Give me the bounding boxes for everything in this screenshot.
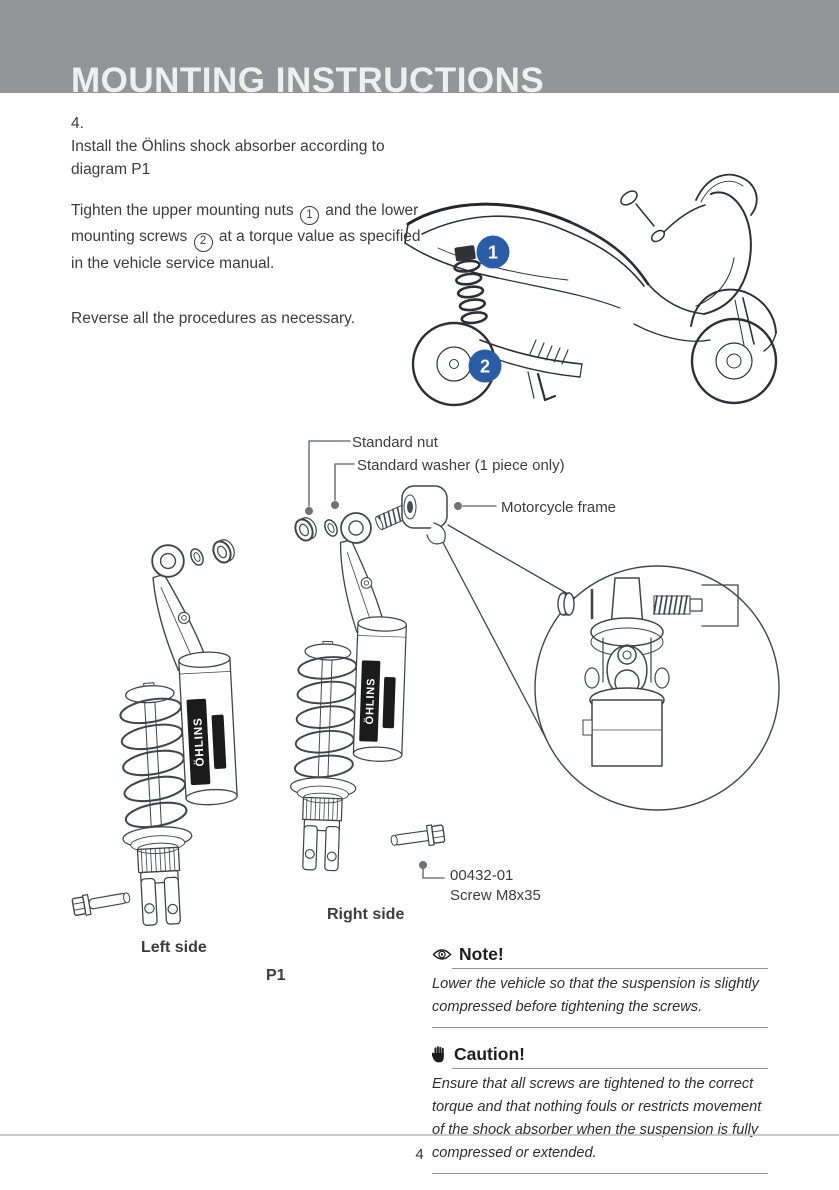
mounting-screw-right: [390, 824, 446, 847]
page-header-bar: MOUNTING INSTRUCTIONS: [0, 0, 839, 93]
caution-body-text: Ensure that all screws are tightened to …: [432, 1069, 768, 1174]
paragraph-reverse: Reverse all the procedures as necessary.: [71, 309, 356, 327]
paragraph-install: Install the Öhlins shock absorber accord…: [71, 138, 385, 178]
scooter-illustration: 1 2: [398, 148, 838, 418]
circled-number-2: 2: [193, 232, 213, 252]
note-heading-text: Note!: [459, 944, 504, 964]
leader-dots: [305, 501, 462, 869]
callout-2-number: 2: [480, 357, 490, 377]
label-motorcycle-frame: Motorcycle frame: [501, 499, 617, 516]
callout-1-number: 1: [488, 243, 498, 263]
hand-icon: [432, 1046, 444, 1063]
label-left-side: Left side: [141, 939, 207, 956]
caution-block: Caution! Ensure that all screws are tigh…: [432, 1044, 768, 1174]
p1-exploded-diagram: ÖHLINS: [0, 430, 839, 990]
washer-right: [324, 519, 338, 537]
nut-right: [294, 517, 317, 542]
tighten-text-pre: Tighten the upper mounting nuts: [71, 202, 294, 219]
washer-left: [190, 548, 204, 566]
scooter-line-art: [404, 173, 778, 407]
leader-lines: [308, 440, 497, 879]
page-number: 4: [415, 1146, 424, 1163]
note-body-text: Lower the vehicle so that the suspension…: [432, 969, 768, 1028]
label-screw-spec: Screw M8x35: [450, 887, 541, 904]
callout-2-badge: 2: [468, 349, 502, 383]
note-caution-column: Note! Lower the vehicle so that the susp…: [432, 944, 768, 1174]
shock-absorber-right: [286, 510, 412, 874]
callout-1-badge: 1: [476, 235, 510, 269]
note-block: Note! Lower the vehicle so that the susp…: [432, 944, 768, 1028]
label-standard-washer: Standard washer (1 piece only): [357, 457, 565, 474]
tighten-text-post: at a torque value as specified in the ve…: [71, 228, 421, 272]
label-right-side: Right side: [327, 906, 405, 923]
zoom-cone-line-upper: [447, 524, 576, 599]
caution-heading: Caution!: [432, 1044, 768, 1069]
detail-inset-content: [557, 577, 739, 767]
zoom-cone-line-lower: [437, 532, 553, 751]
label-standard-nut: Standard nut: [352, 434, 438, 451]
paragraph-tighten: Tighten the upper mounting nuts 1 and th…: [71, 199, 425, 275]
eye-icon: [432, 949, 452, 960]
shock-absorber-left: [106, 541, 245, 928]
page-title: MOUNTING INSTRUCTIONS: [71, 61, 545, 93]
label-figure-p1: P1: [266, 967, 286, 984]
step-number: 4.: [71, 115, 84, 132]
caution-heading-text: Caution!: [454, 1044, 525, 1064]
note-heading: Note!: [432, 944, 768, 969]
motorcycle-frame-part: [401, 485, 448, 545]
label-screw-part-number: 00432-01: [450, 867, 514, 884]
tighten-text-mid: and the lower mounting screws: [71, 202, 419, 246]
instructions-block: 4. Install the Öhlins shock absorber acc…: [71, 112, 425, 330]
footer-rule: [0, 1134, 839, 1136]
mounting-screw-left: [71, 892, 131, 916]
circled-number-1: 1: [299, 206, 319, 226]
nut-left: [212, 539, 235, 564]
rear-shock-on-bike: [453, 245, 488, 325]
